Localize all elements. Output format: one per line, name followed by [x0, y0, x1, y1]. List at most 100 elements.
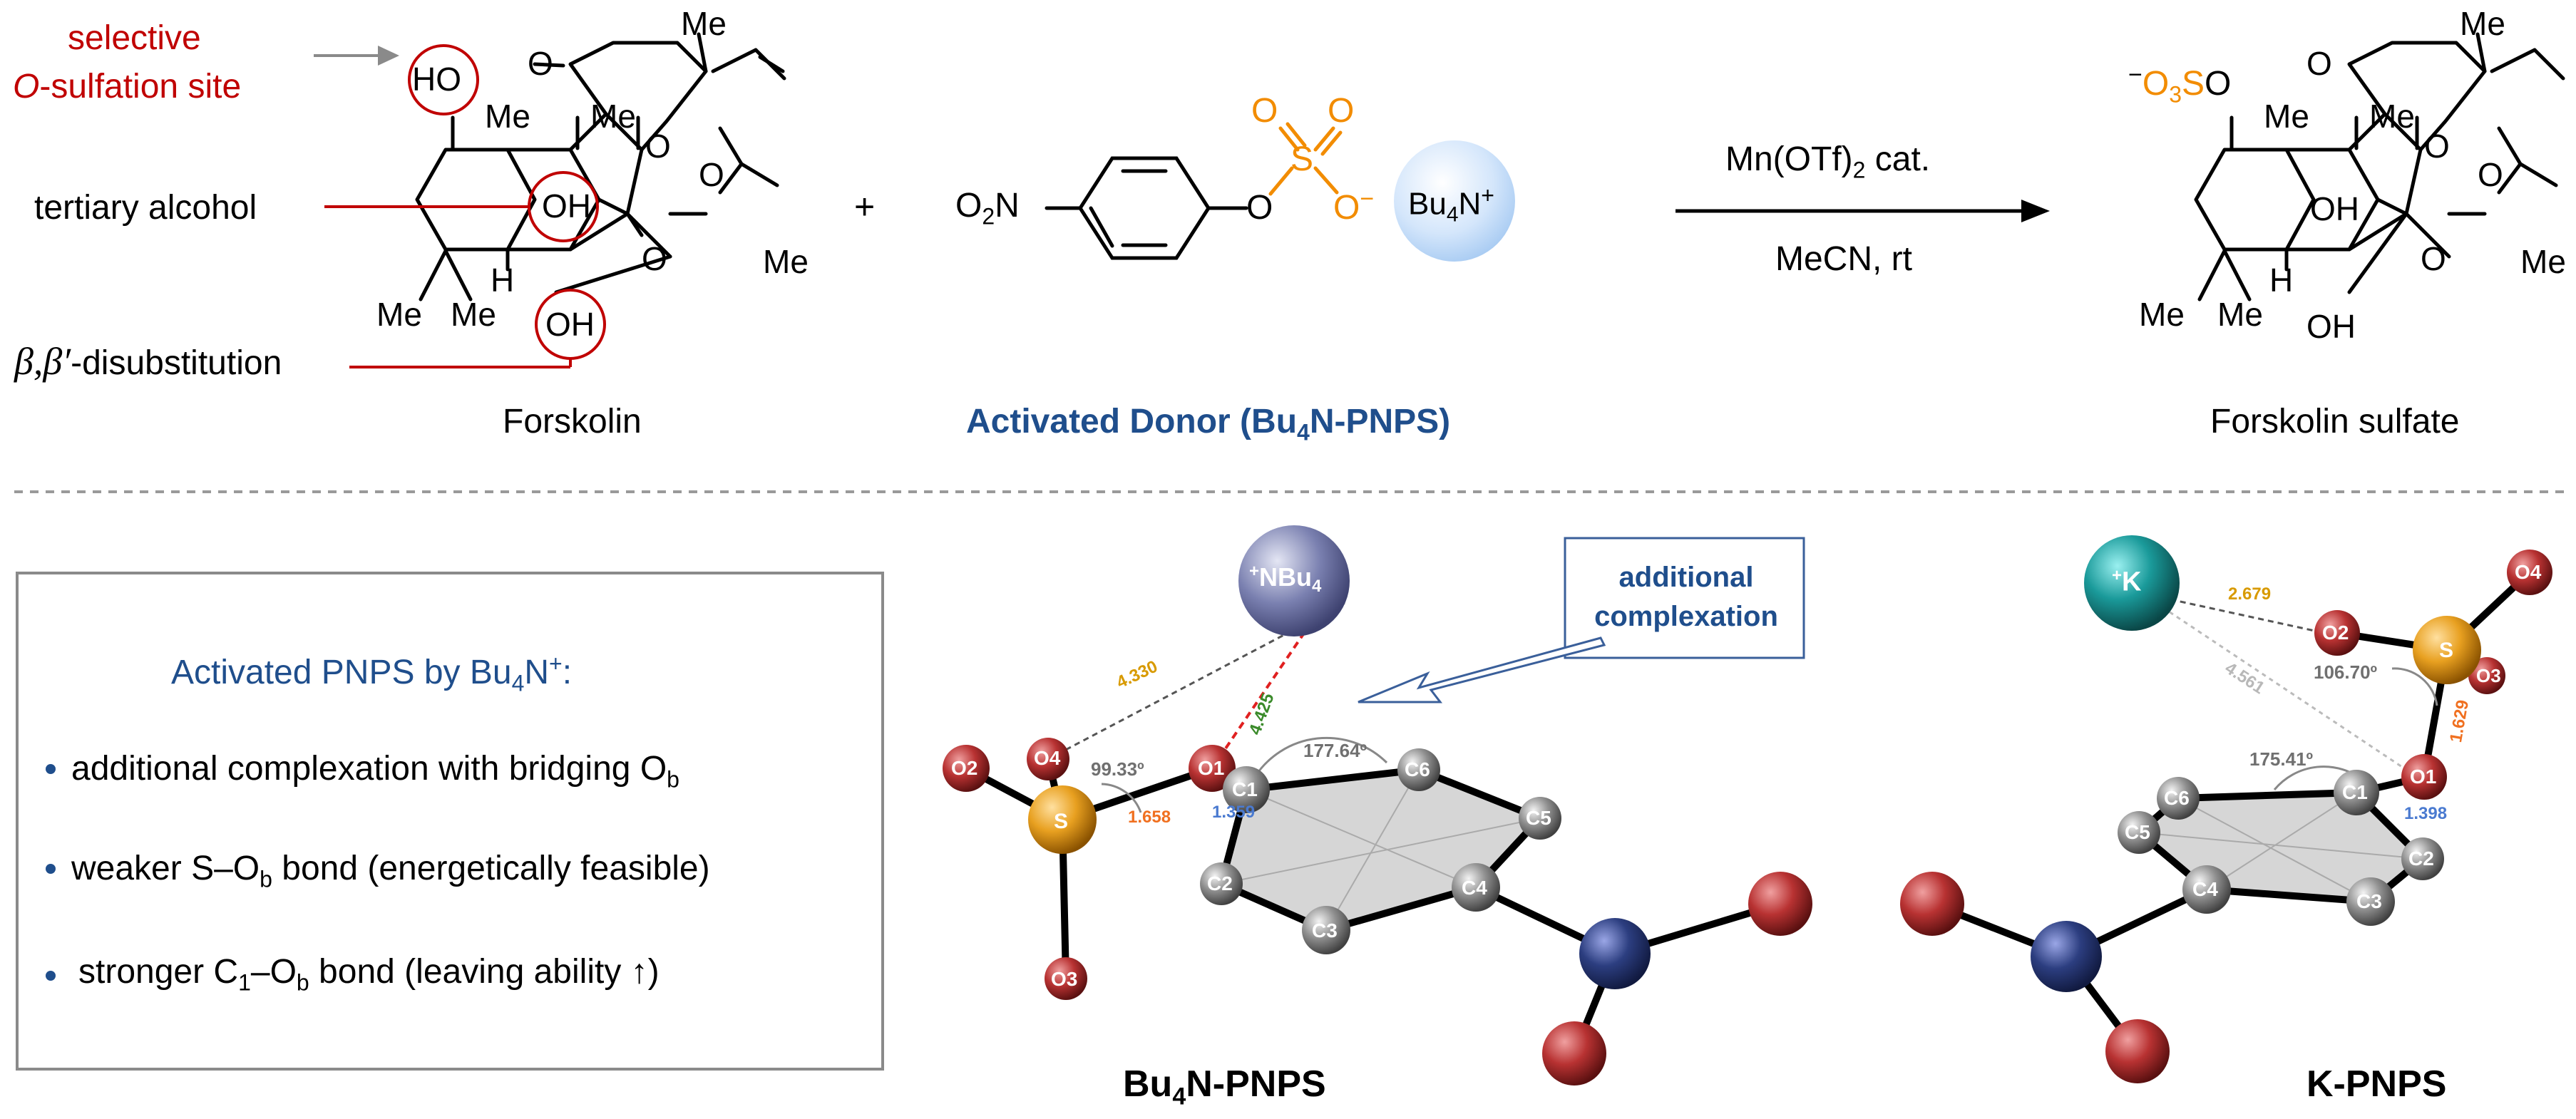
bu4n-distance-4: 1.359 — [1212, 803, 1256, 822]
pnps-bonds — [1045, 156, 1248, 260]
forskolin-carbonyl-o: O — [528, 45, 553, 82]
callout-box — [1564, 537, 1805, 659]
bu4n-structure-graphics — [943, 525, 1812, 1086]
donor-name: Activated Donor (Bu4N-PNPS) — [966, 403, 1451, 445]
product-name: Forskolin sulfate — [2210, 403, 2460, 440]
bu4n-angle-1: 99.33º — [1091, 758, 1144, 780]
forskolin-beta-oh: OH — [545, 306, 595, 343]
k-atom-c1: C1 — [2342, 781, 2368, 803]
product-carbonyl-o2: O — [2478, 156, 2503, 193]
k-angle-2: 175.41º — [2249, 748, 2314, 770]
product-pyran-o: O — [2424, 128, 2450, 165]
info-box-title: Activated PNPS by Bu4N+: — [171, 651, 573, 696]
k-distance-1: 2.679 — [2228, 584, 2272, 604]
forskolin-tertiary-oh: OH — [542, 187, 591, 225]
k-atom-o3: O3 — [2476, 665, 2501, 686]
product-oh: OH — [2306, 308, 2356, 345]
forskolin-me-top: Me — [681, 5, 727, 42]
sulfate-o-top-right: O — [1328, 92, 1355, 130]
k-atom-c2: C2 — [2408, 847, 2434, 870]
bu4n-distance-3: 1.658 — [1128, 808, 1171, 827]
bu4n-atom-c2: C2 — [1207, 872, 1233, 894]
k-atom-o1: O1 — [2410, 765, 2437, 788]
forskolin-me-acetyl: Me — [763, 243, 809, 280]
forskolin-me-1: Me — [485, 98, 530, 135]
bu4n-atom-o1: O1 — [1198, 757, 1225, 779]
bullet-2 — [46, 864, 56, 874]
k-distance-4: 1.398 — [2404, 804, 2448, 823]
bullet-1 — [46, 764, 56, 774]
tertiary-alcohol-label: tertiary alcohol — [34, 189, 257, 227]
k-angle-1: 106.70º — [2314, 661, 2378, 683]
forskolin-h: H — [491, 262, 515, 299]
bu4n-atom-o3: O3 — [1051, 968, 1078, 990]
beta-disubstitution-label: β,β′-disubstitution — [14, 340, 282, 383]
product-ester-o: O — [2421, 240, 2446, 277]
forskolin-me-3: Me — [376, 296, 422, 333]
bullet-3 — [46, 971, 56, 981]
k-atom-c3: C3 — [2356, 890, 2382, 912]
product-me-top: Me — [2460, 5, 2505, 42]
forskolin-ester-o: O — [642, 240, 667, 277]
sulfation-label-line2: O-sulfation site — [13, 68, 242, 105]
bu4n-atom-o2: O2 — [951, 757, 978, 779]
product-tertiary-oh: OH — [2310, 190, 2359, 227]
phenol-o: O — [1246, 189, 1273, 227]
forskolin-carbonyl-o2: O — [699, 156, 724, 193]
plus-sign: + — [854, 187, 876, 227]
bu4n-cation: Bu4N+ — [1408, 182, 1494, 227]
callout-line1: additional — [1618, 562, 1754, 593]
forskolin-me-4: Me — [451, 296, 496, 333]
conditions-solvent: MeCN, rt — [1775, 240, 1912, 278]
sulfate-o-top-left: O — [1251, 92, 1278, 130]
sulfate-s: S — [1290, 140, 1314, 178]
bu4n-sphere — [1394, 140, 1515, 262]
callout-line2: complexation — [1594, 601, 1778, 632]
product-carbonyl-o: O — [2306, 45, 2332, 82]
nitro-group: O2N — [955, 187, 1020, 230]
forskolin-ho: HO — [412, 61, 461, 98]
product-sulfate: −O3SO — [2128, 61, 2232, 108]
bu4n-pnps-label: Bu4N-PNPS — [1123, 1063, 1326, 1110]
bu4n-atom-o4: O4 — [1034, 747, 1061, 769]
info-item-3: stronger C1–Ob bond (leaving ability ↑) — [78, 953, 660, 996]
k-atom-o2: O2 — [2322, 622, 2349, 644]
forskolin-pyran-o: O — [645, 128, 671, 165]
ho-circle — [408, 44, 479, 115]
k-atom-o4: O4 — [2515, 561, 2542, 583]
bu4n-cation-label: +NBu4 — [1249, 562, 1322, 597]
k-atom-c5: C5 — [2125, 821, 2150, 843]
bu4n-atom-c6: C6 — [1405, 758, 1430, 780]
sulfate-bonds — [1268, 122, 1343, 196]
up-arrow-icon: ↑ — [630, 953, 648, 991]
product-me-4: Me — [2217, 296, 2263, 333]
bu4n-atom-s: S — [1054, 810, 1069, 833]
info-box — [16, 572, 884, 1071]
bu4n-angle-2: 177.64º — [1303, 740, 1367, 761]
bu4n-atom-c1: C1 — [1232, 778, 1258, 800]
conditions-catalyst: Mn(OTf)2 cat. — [1725, 140, 1931, 183]
product-skeleton — [2194, 32, 2565, 301]
callout-arrow — [1358, 636, 1606, 703]
sulfate-o-minus: O− — [1333, 185, 1375, 227]
bu4n-atom-c5: C5 — [1526, 807, 1551, 829]
sulfation-arrow-head — [378, 46, 399, 66]
product-h: H — [2269, 262, 2294, 299]
product-me-acetyl: Me — [2520, 243, 2566, 280]
k-structure-graphics — [1900, 535, 2552, 1083]
k-atom-s: S — [2439, 639, 2454, 662]
product-me-3: Me — [2139, 296, 2185, 333]
k-atom-c6: C6 — [2164, 787, 2190, 809]
bu4n-atom-c3: C3 — [1312, 919, 1338, 942]
forskolin-bonds — [419, 32, 786, 301]
product-me-1: Me — [2264, 98, 2309, 135]
annotation-graphics — [324, 44, 606, 368]
k-atom-c4: C4 — [2192, 878, 2218, 900]
k-pnps-label: K-PNPS — [2306, 1063, 2447, 1105]
k-cation-label: +K — [2112, 566, 2142, 597]
forskolin-me-2: Me — [590, 98, 636, 135]
reaction-arrow-head — [2021, 200, 2050, 222]
sulfation-label-line1: selective — [68, 19, 201, 57]
info-item-2: weaker S–Ob bond (energetically feasible… — [71, 850, 710, 892]
